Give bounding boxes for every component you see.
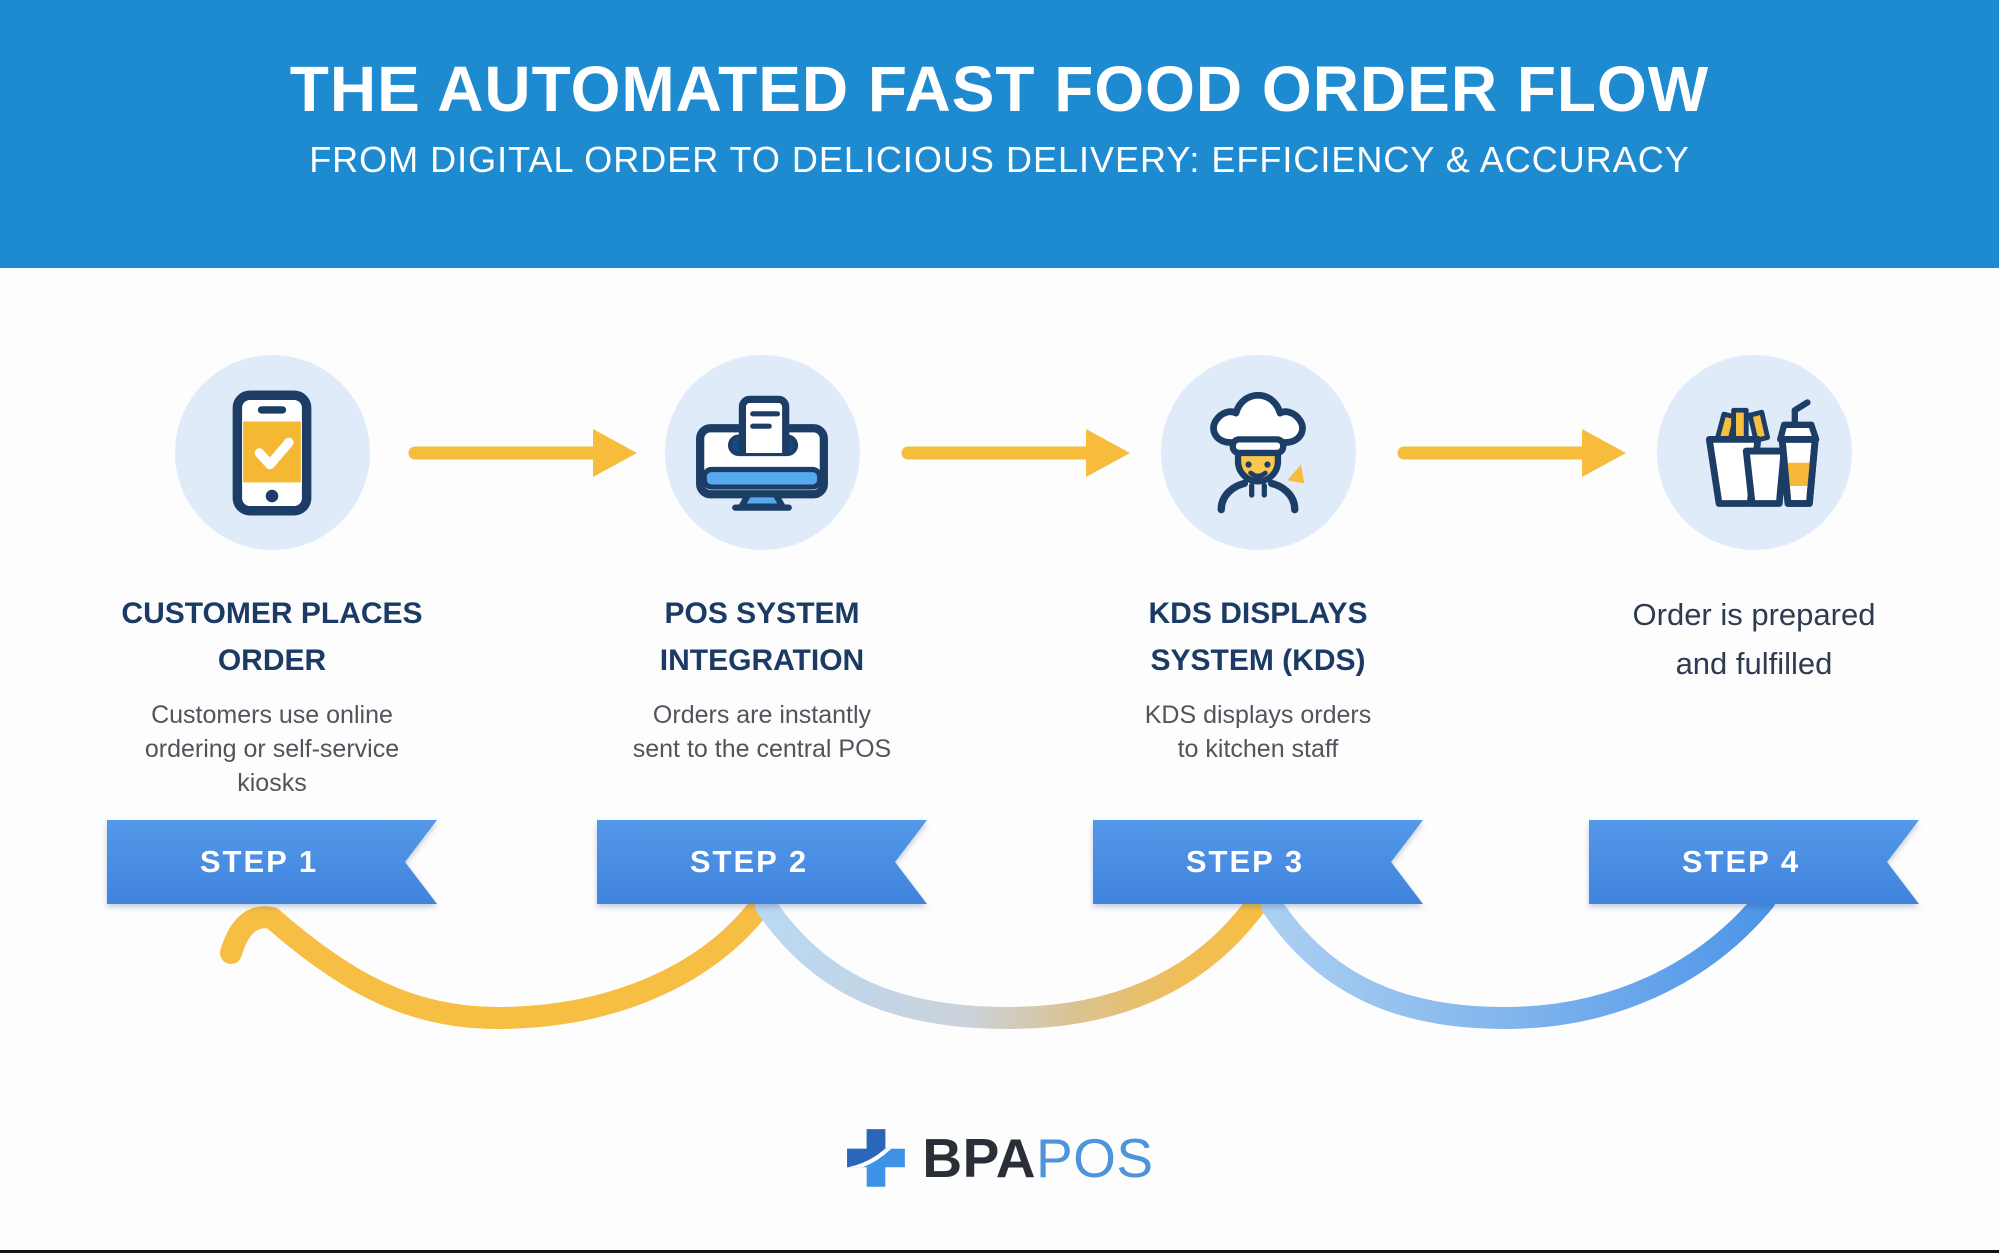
step1-title: CUSTOMER PLACES ORDER xyxy=(121,597,423,677)
step2-badge: STEP 2 xyxy=(597,820,927,904)
footer-logo: BPAPOS xyxy=(0,1120,1999,1196)
step-column-4: Order is prepared and fulfilled xyxy=(1534,355,1974,688)
flow-arrow-2 xyxy=(901,429,1130,477)
pos-terminal-icon xyxy=(696,395,828,511)
connector-curve-2 xyxy=(755,895,1266,1030)
step3-badge: STEP 3 xyxy=(1093,820,1423,904)
step2-title: POS SYSTEM INTEGRATION xyxy=(659,597,865,677)
step3-description: KDS displays orders to kitchen staff xyxy=(1144,701,1372,763)
step1-ribbon: STEP 1 xyxy=(107,820,437,904)
connector-curve-3 xyxy=(1261,890,1776,1030)
step1-badge: STEP 1 xyxy=(107,820,437,904)
logo-text-pos: POS xyxy=(1035,1127,1154,1189)
connector-curve-1 xyxy=(220,895,771,1029)
smartphone-order-icon xyxy=(232,390,312,515)
step3-ribbon: STEP 3 xyxy=(1093,820,1423,904)
step4-badge: STEP 4 xyxy=(1589,820,1919,904)
bottom-border-line xyxy=(0,1250,1999,1253)
step3-icon-circle xyxy=(1160,355,1356,550)
step-column-3: KDS DISPLAYS SYSTEM (KDS) KDS displays o… xyxy=(1038,355,1478,766)
step4-title: Order is prepared and fulfilled xyxy=(1632,597,1876,681)
page-title: THE AUTOMATED FAST FOOD ORDER FLOW xyxy=(289,53,1710,125)
step-column-1: CUSTOMER PLACES ORDER Customers use onli… xyxy=(52,355,492,800)
page-subtitle: FROM DIGITAL ORDER TO DELICIOUS DELIVERY… xyxy=(309,139,1690,180)
step1-description: Customers use online ordering or self-se… xyxy=(144,701,400,797)
step1-icon-circle xyxy=(174,355,370,550)
flow-arrow-3 xyxy=(1397,429,1626,477)
kitchen-chef-icon xyxy=(1210,391,1306,513)
step4-ribbon: STEP 4 xyxy=(1589,820,1919,904)
logo-text-bpa: BPA xyxy=(922,1127,1036,1189)
step4-icon-circle xyxy=(1656,355,1852,550)
fast-food-icon xyxy=(1705,398,1820,507)
flow-arrow-1 xyxy=(408,429,637,477)
step2-description: Orders are instantly sent to the central… xyxy=(632,701,892,763)
step3-title: KDS DISPLAYS SYSTEM (KDS) xyxy=(1148,597,1368,677)
header-banner: THE AUTOMATED FAST FOOD ORDER FLOW FROM … xyxy=(0,0,1999,268)
step2-ribbon: STEP 2 xyxy=(597,820,927,904)
logo-wordmark: BPAPOS xyxy=(922,1126,1153,1190)
step-column-2: POS SYSTEM INTEGRATION Orders are instan… xyxy=(542,355,982,766)
bpa-cross-logo-icon xyxy=(847,1129,906,1187)
step2-icon-circle xyxy=(664,355,860,550)
step-connector-curves xyxy=(220,890,1776,1030)
